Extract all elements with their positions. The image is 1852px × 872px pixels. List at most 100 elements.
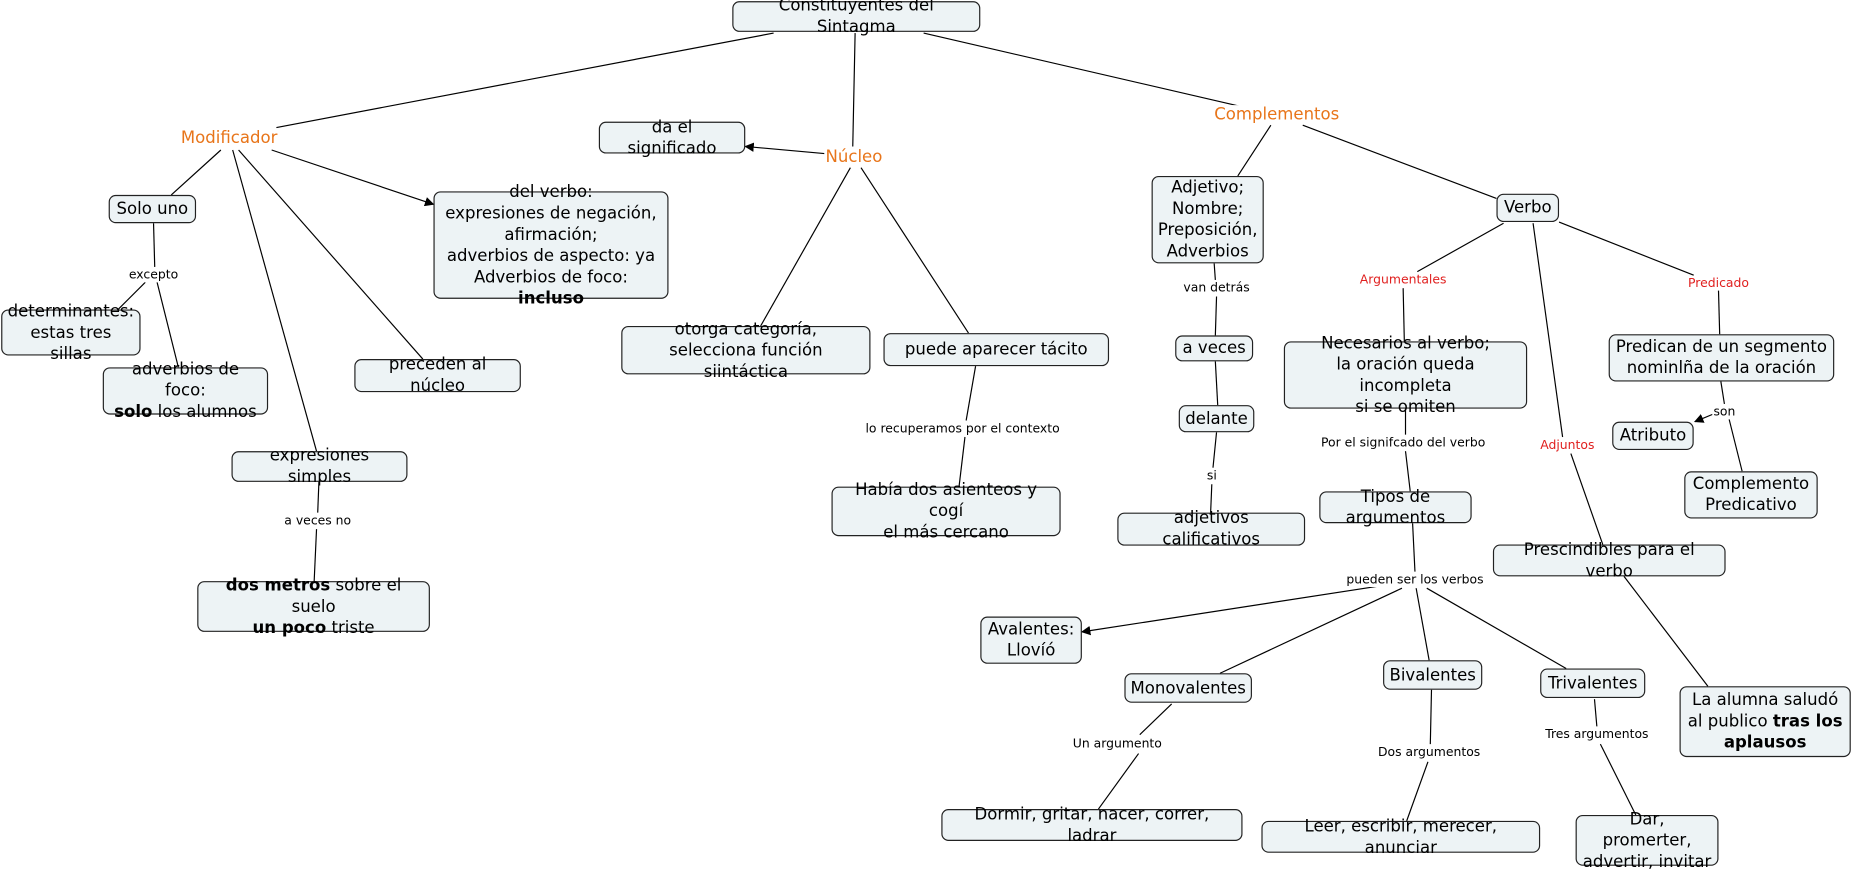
text: otorga categoría, selecciona función sii…: [669, 319, 823, 381]
concept-node-delante[interactable]: delante: [1178, 405, 1255, 433]
text: a veces: [1182, 338, 1246, 358]
concept-node-delverbo[interactable]: del verbo: expresiones de negación, afir…: [433, 182, 669, 308]
node-text: Necesarios al verbo; la oración queda in…: [1291, 332, 1520, 417]
text: Complemento Predicativo: [1692, 474, 1810, 515]
concept-node-alumna[interactable]: La alumna saludó al publico tras los apl…: [1679, 686, 1851, 758]
connector-line: [1214, 361, 1219, 406]
text: Verbo: [1503, 198, 1552, 218]
connector-line: [923, 32, 1241, 107]
text: expresiones simples: [269, 446, 370, 487]
node-text: Bivalentes: [1389, 664, 1475, 685]
concept-node-verbo[interactable]: Verbo: [1496, 193, 1560, 223]
bold-text: un poco: [252, 618, 327, 638]
node-text: Trivalentes: [1548, 673, 1638, 694]
arrow-connector: [271, 149, 435, 207]
connector-line: [1213, 263, 1216, 280]
concept-node-otorga[interactable]: otorga categoría, selecciona función sii…: [621, 319, 871, 381]
concept-node-prescind[interactable]: Prescindibles para el verbo: [1492, 540, 1726, 581]
text: delante: [1185, 409, 1248, 429]
connector-line: [1219, 587, 1403, 674]
concept-node-leer[interactable]: Leer, escribir, merecer, anunciar: [1261, 817, 1541, 857]
concept-node-aveces[interactable]: a veces: [1175, 335, 1254, 362]
text: da el significado: [627, 117, 717, 158]
connector-line: [1139, 703, 1173, 736]
connector-line: [760, 167, 851, 327]
concept-node-adjnom[interactable]: Adjetivo; Nombre; Preposición, Adverbios: [1151, 175, 1264, 264]
connector-line: [1404, 451, 1411, 492]
text: adjetivos calificativos: [1162, 509, 1261, 550]
connector-line: [1402, 288, 1405, 342]
node-text: Había dos asienteos y cogí el más cercan…: [839, 480, 1054, 544]
node-text: Dormir, gritar, nacer, correr, ladrar: [948, 804, 1235, 847]
text: Constituyentes del Sintagma: [778, 0, 934, 37]
node-text: Complemento Predicativo: [1693, 474, 1809, 517]
node-text: Leer, escribir, merecer, anunciar: [1269, 816, 1534, 859]
connector-line: [1302, 124, 1497, 199]
concept-node-compred[interactable]: Complemento Predicativo: [1684, 471, 1818, 519]
concept-modificador[interactable]: Modificador: [179, 128, 279, 148]
connector-line: [1210, 484, 1213, 513]
connector-line: [317, 481, 320, 513]
arrow-connector: [744, 142, 825, 155]
text: Monovalentes: [1130, 678, 1246, 698]
connector-line: [1214, 296, 1218, 336]
concept-node-avalentes[interactable]: Avalentes: Llovíó: [980, 616, 1082, 664]
node-text: Predican de un segmento nominlña de la o…: [1616, 337, 1827, 380]
link-label-pueden: pueden ser los verbos: [1345, 572, 1485, 588]
link-label-dosarg: Dos argumentos: [1376, 745, 1482, 760]
connector-line: [1728, 419, 1743, 472]
concept-node-monoval[interactable]: Monovalentes: [1124, 673, 1252, 703]
concept-node-dosmetros[interactable]: dos metros sobre el suelo un poco triste: [197, 576, 430, 637]
node-text: dos metros sobre el suelo un poco triste: [204, 575, 423, 639]
link-label-avecesno: a veces no: [283, 513, 353, 528]
connector-line: [313, 529, 318, 582]
node-text: a veces: [1183, 338, 1246, 359]
node-text: Adjetivo; Nombre; Preposición, Adverbios: [1158, 177, 1258, 262]
concept-complementos[interactable]: Complementos: [1213, 105, 1341, 125]
link-label-adjuntos: Adjuntos: [1539, 438, 1596, 453]
concept-node-da[interactable]: da el significado: [598, 118, 746, 158]
text: Leer, escribir, merecer, anunciar: [1304, 816, 1498, 857]
text: del verbo: expresiones de negación, afir…: [445, 182, 657, 287]
concept-node-dar[interactable]: Dar, promerter, advertir, invitar: [1575, 810, 1719, 871]
concept-nucleo[interactable]: Núcleo: [824, 147, 884, 167]
concept-node-tacito[interactable]: puede aparecer tácito: [883, 333, 1110, 367]
bold-text: solo: [114, 402, 153, 422]
root-concept-node[interactable]: Constituyentes del Sintagma: [732, 0, 981, 37]
concept-node-advfoco[interactable]: adverbios de foco: solo los alumnos: [102, 360, 269, 422]
concept-node-tipos[interactable]: Tipos de argumentos: [1319, 487, 1472, 527]
concept-node-dormir[interactable]: Dormir, gritar, nacer, correr, ladrar: [941, 805, 1243, 845]
connector-line: [1412, 523, 1416, 572]
node-text: Atributo: [1620, 425, 1686, 446]
node-text: determinantes: estas tres sillas: [8, 301, 134, 365]
concept-node-trival[interactable]: Trivalentes: [1540, 668, 1646, 699]
connector-line: [1593, 699, 1598, 727]
text: Predican de un segmento nominlña de la o…: [1615, 337, 1828, 378]
concept-node-habia[interactable]: Había dos asienteos y cogí el más cercan…: [831, 481, 1061, 542]
text: sobre el suelo: [291, 575, 402, 616]
node-text: Constituyentes del Sintagma: [739, 0, 973, 38]
concept-node-solo[interactable]: Solo uno: [108, 194, 197, 224]
text: Bivalentes: [1389, 665, 1476, 685]
concept-node-bival[interactable]: Bivalentes: [1383, 660, 1483, 690]
concept-node-necesarios[interactable]: Necesarios al verbo; la oración queda in…: [1283, 334, 1528, 416]
concept-node-determ[interactable]: determinantes: estas tres sillas: [1, 302, 141, 363]
text: Prescindibles para el verbo: [1523, 540, 1695, 581]
node-text: Tipos de argumentos: [1326, 486, 1464, 529]
node-text: Verbo: [1504, 197, 1552, 218]
connector-line: [276, 32, 774, 129]
concept-node-atributo[interactable]: Atributo: [1612, 421, 1694, 450]
concept-node-preceden[interactable]: preceden al núcleo: [354, 356, 521, 396]
connector-line: [1429, 689, 1433, 745]
connector-line: [965, 366, 977, 421]
concept-node-predican[interactable]: Predican de un segmento nominlña de la o…: [1608, 334, 1835, 382]
text: Atributo: [1619, 426, 1687, 446]
concept-node-adjcal[interactable]: adjetivos calificativos: [1117, 509, 1306, 549]
connector-line: [860, 167, 969, 334]
concept-node-exprs[interactable]: expresiones simples: [231, 446, 408, 487]
text: determinantes: estas tres sillas: [7, 301, 135, 364]
link-label-unarg: Un argumento: [1071, 737, 1164, 752]
node-text: Solo uno: [117, 198, 189, 219]
